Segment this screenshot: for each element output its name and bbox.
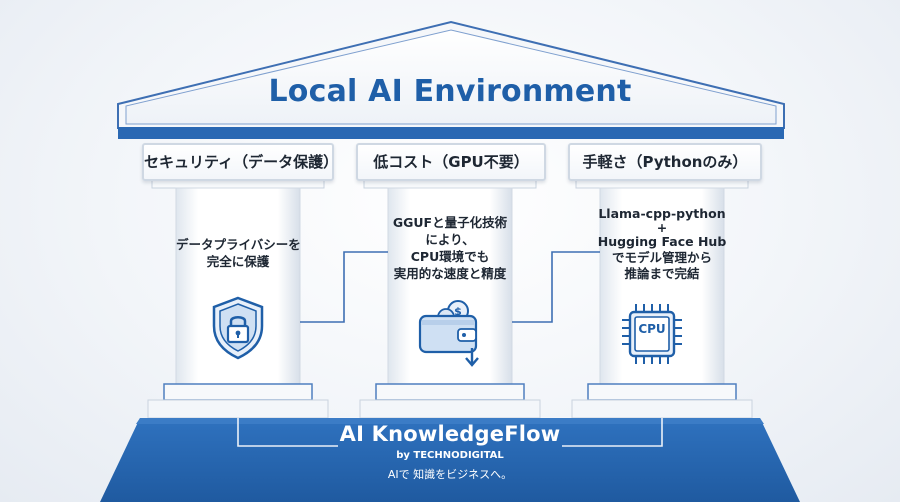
shield-lock-icon: [212, 296, 264, 360]
diagram-title: Local AI Environment: [268, 74, 632, 109]
pillar-2-line: 実用的な速度と精度: [393, 266, 507, 281]
pillar-3-line: 推論まで完結: [624, 266, 700, 281]
connector-lines: [300, 251, 600, 323]
roof-pediment: [117, 20, 785, 139]
pillar-2-line: CPU環境でも: [410, 249, 490, 264]
pillar-1-label: セキュリティ（データ保護）: [142, 143, 338, 181]
pillar-3-line: Hugging Face Hub: [597, 234, 727, 249]
pillar-3-line: Llama-cpp-python: [598, 206, 726, 221]
pillar-1-line: 完全に保護: [206, 254, 270, 269]
wallet-coin-icon: $: [418, 300, 479, 367]
svg-text:$: $: [454, 305, 462, 318]
brand-byline: by TECHNODIGITAL: [396, 450, 504, 461]
pillar-3-shape: [571, 175, 753, 419]
pillar-2-shape: [359, 175, 541, 419]
cpu-chip-label: CPU: [638, 322, 666, 336]
brand-tagline: AIで 知識をビジネスへ。: [387, 468, 513, 481]
pillar-3-description: Llama-cpp-python + Hugging Face Hub でモデル…: [594, 206, 730, 282]
cpu-chip-icon: [622, 304, 682, 364]
pillar-2-line: により、: [425, 232, 475, 247]
pillar-3-line: でモデル管理から: [611, 250, 712, 265]
pillar-3-line: +: [656, 220, 668, 235]
pillar-1-shape: [147, 175, 329, 419]
base-platform: [100, 418, 800, 502]
pillar-2-line: GGUFと量子化技術: [392, 215, 508, 230]
pillar-3-label: 手軽さ（Pythonのみ）: [568, 143, 762, 181]
brand-name: AI KnowledgeFlow: [339, 422, 561, 446]
pillar-1-description: データプライバシーを 完全に保護: [176, 236, 301, 270]
pillar-2-description: GGUFと量子化技術 により、 CPU環境でも 実用的な速度と精度: [382, 214, 518, 282]
pillar-1-line: データプライバシーを: [176, 237, 301, 252]
pillar-2-label: 低コスト（GPU不要）: [356, 143, 546, 181]
